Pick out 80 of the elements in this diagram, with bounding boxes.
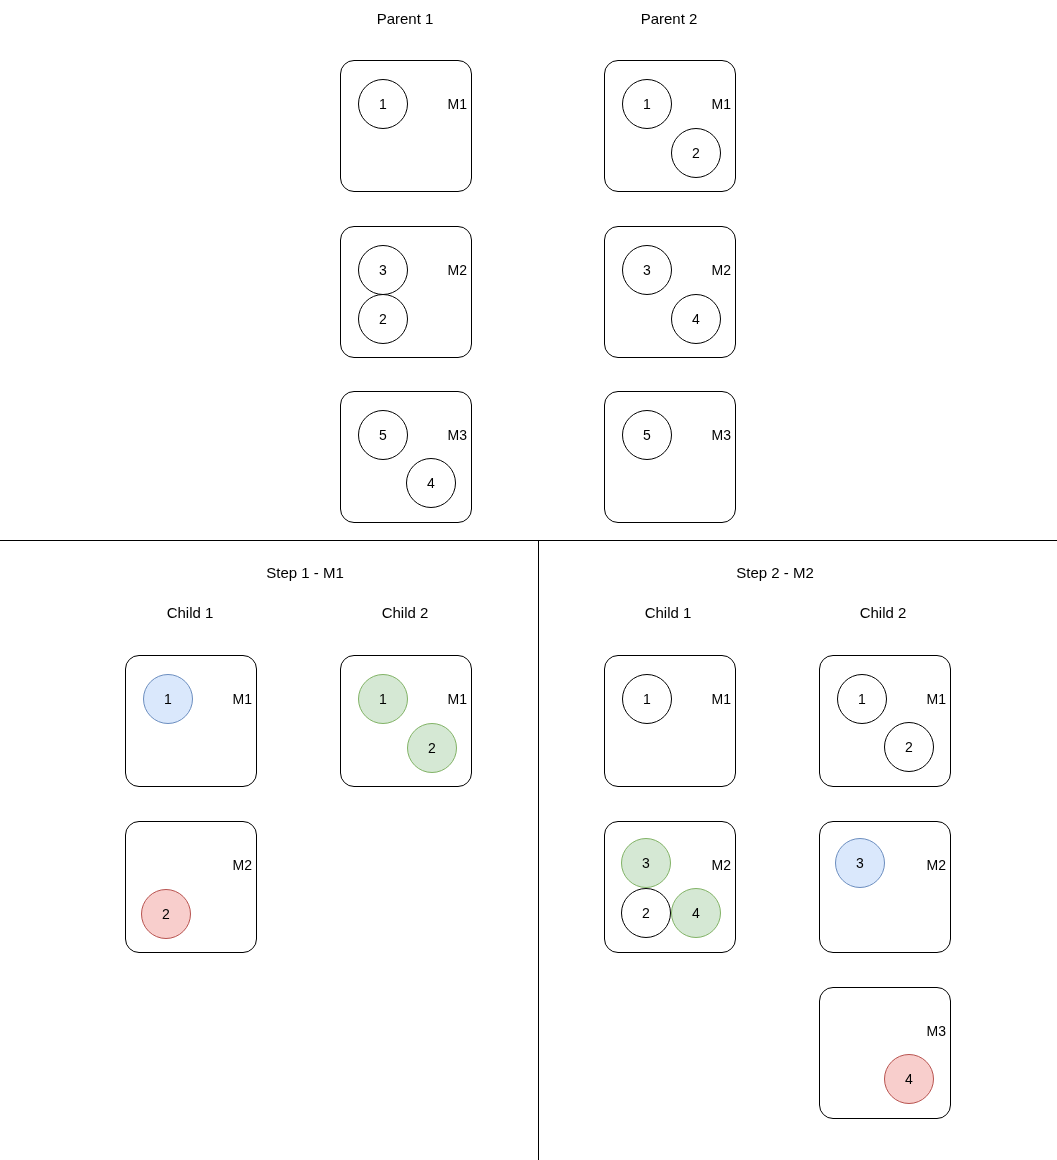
module-box <box>604 60 736 192</box>
circle-number: 3 <box>379 262 387 278</box>
module-box <box>604 226 736 358</box>
module-label: M2 <box>447 261 467 279</box>
module-label: M1 <box>711 690 731 708</box>
circle-number: 3 <box>642 855 650 871</box>
circle-node <box>358 674 408 724</box>
circle-node <box>622 410 672 460</box>
module-box <box>125 821 257 953</box>
column-heading: Step 1 - M1 <box>266 564 344 581</box>
column-heading: Step 2 - M2 <box>736 564 814 581</box>
module-label: M2 <box>711 856 731 874</box>
circle-node <box>837 674 887 724</box>
module-box <box>604 655 736 787</box>
circle-number: 2 <box>642 905 650 921</box>
circle-node <box>884 722 934 772</box>
module-box <box>125 655 257 787</box>
module-box <box>819 821 951 953</box>
circle-node <box>407 723 457 773</box>
module-box <box>819 655 951 787</box>
circle-number: 2 <box>162 906 170 922</box>
circle-number: 5 <box>379 427 387 443</box>
circle-node <box>671 888 721 938</box>
circle-node <box>621 838 671 888</box>
circle-node <box>622 245 672 295</box>
module-box <box>340 60 472 192</box>
module-label: M1 <box>447 690 467 708</box>
module-label: M3 <box>926 1022 946 1040</box>
circle-number: 2 <box>692 145 700 161</box>
circle-node <box>358 410 408 460</box>
module-box <box>340 655 472 787</box>
column-heading: Parent 1 <box>376 10 434 27</box>
circle-node <box>358 245 408 295</box>
module-label: M3 <box>711 426 731 444</box>
circle-number: 1 <box>643 96 651 112</box>
circle-number: 4 <box>692 311 700 327</box>
module-label: M1 <box>232 690 252 708</box>
module-label: M1 <box>447 95 467 113</box>
circle-node <box>835 838 885 888</box>
circle-number: 1 <box>643 691 651 707</box>
circle-number: 1 <box>379 96 387 112</box>
circle-node <box>358 294 408 344</box>
circle-node <box>358 79 408 129</box>
circle-number: 1 <box>858 691 866 707</box>
circle-node <box>671 294 721 344</box>
column-heading: Child 1 <box>166 604 214 621</box>
column-heading: Child 2 <box>381 604 429 621</box>
column-heading: Child 1 <box>644 604 692 621</box>
circle-number: 1 <box>164 691 172 707</box>
circle-node <box>621 888 671 938</box>
module-label: M1 <box>711 95 731 113</box>
circle-node <box>622 674 672 724</box>
circle-number: 2 <box>379 311 387 327</box>
circle-node <box>406 458 456 508</box>
circle-number: 1 <box>379 691 387 707</box>
module-box <box>604 391 736 523</box>
circle-node <box>671 128 721 178</box>
circle-number: 2 <box>905 739 913 755</box>
module-box <box>340 226 472 358</box>
circle-node <box>884 1054 934 1104</box>
module-box <box>604 821 736 953</box>
circle-number: 3 <box>643 262 651 278</box>
circle-node <box>143 674 193 724</box>
module-label: M1 <box>926 690 946 708</box>
circle-number: 4 <box>427 475 435 491</box>
module-label: M2 <box>232 856 252 874</box>
module-box <box>819 987 951 1119</box>
circle-number: 4 <box>905 1071 913 1087</box>
circle-number: 3 <box>856 855 864 871</box>
circle-number: 5 <box>643 427 651 443</box>
circle-number: 2 <box>428 740 436 756</box>
module-label: M2 <box>926 856 946 874</box>
module-box <box>340 391 472 523</box>
column-heading: Parent 2 <box>640 10 698 27</box>
module-label: M2 <box>711 261 731 279</box>
module-label: M3 <box>447 426 467 444</box>
column-heading: Child 2 <box>859 604 907 621</box>
circle-node <box>141 889 191 939</box>
circle-number: 4 <box>692 905 700 921</box>
circle-node <box>622 79 672 129</box>
